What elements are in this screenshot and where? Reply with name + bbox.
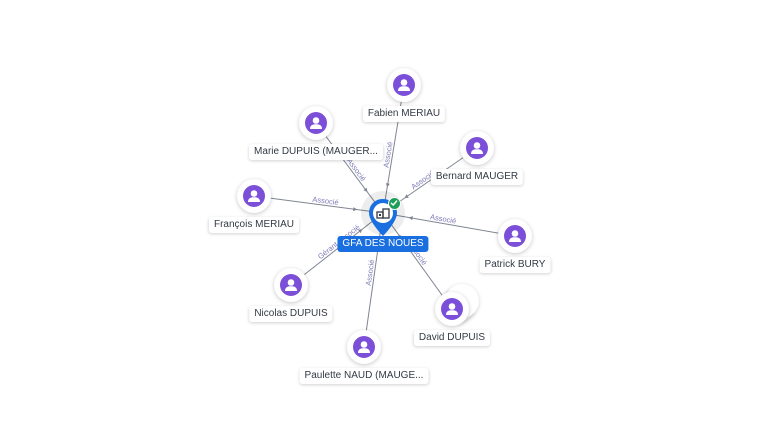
edge-david-dupuis xyxy=(382,212,453,310)
person-name-label[interactable]: Bernard MAUGER xyxy=(430,169,524,185)
person-icon xyxy=(393,74,415,96)
edge-nicolas-dupuis xyxy=(290,212,384,286)
person-name-label[interactable]: Nicolas DUPUIS xyxy=(249,306,333,322)
edge-paulette-naud xyxy=(363,212,384,348)
person-node-paulette-naud[interactable]: Paulette NAUD (MAUGE... xyxy=(299,330,429,390)
avatar[interactable] xyxy=(435,284,479,326)
avatar[interactable] xyxy=(274,268,308,302)
edge-label-fabien-meriau: Associé xyxy=(381,141,394,168)
avatar[interactable] xyxy=(387,68,421,102)
person-name-label[interactable]: Paulette NAUD (MAUGE... xyxy=(299,368,429,384)
edge-arrow-francois-meriau xyxy=(352,207,358,212)
person-name-label[interactable]: Patrick BURY xyxy=(479,257,551,273)
person-name-label[interactable]: David DUPUIS xyxy=(413,330,491,346)
person-icon xyxy=(243,185,265,207)
building-icon xyxy=(376,208,390,219)
edge-francois-meriau xyxy=(253,195,384,214)
verified-check-icon xyxy=(388,197,401,210)
person-node-david-dupuis[interactable]: David DUPUIS xyxy=(387,284,517,352)
avatar[interactable] xyxy=(460,131,494,165)
person-node-marie-dupuis[interactable]: Marie DUPUIS (MAUGER... xyxy=(249,106,383,166)
edge-arrow-patrick-bury xyxy=(408,216,413,221)
person-name-label[interactable]: Marie DUPUIS (MAUGER... xyxy=(249,144,383,160)
edge-marie-dupuis xyxy=(315,122,384,214)
edge-arrow-marie-dupuis xyxy=(363,187,368,193)
person-name-label[interactable]: Fabien MERIAU xyxy=(362,106,446,122)
person-icon xyxy=(280,274,302,296)
edge-arrow-bernard-mauger xyxy=(404,194,409,199)
person-icon xyxy=(466,137,488,159)
person-node-nicolas-dupuis[interactable]: Nicolas DUPUIS xyxy=(226,268,356,328)
edge-label-francois-meriau: Associé xyxy=(312,195,339,207)
avatar[interactable] xyxy=(347,330,381,364)
edge-label-patrick-bury: Associé xyxy=(429,212,456,225)
person-icon xyxy=(441,298,463,320)
person-node-fabien-meriau[interactable]: Fabien MERIAU xyxy=(339,68,469,128)
person-icon xyxy=(504,225,526,247)
avatar[interactable] xyxy=(237,179,271,213)
avatar[interactable] xyxy=(498,219,532,253)
person-node-bernard-mauger[interactable]: Bernard MAUGER xyxy=(412,131,542,191)
edge-arrow-fabien-meriau xyxy=(385,183,390,188)
avatar[interactable] xyxy=(299,106,333,140)
person-node-patrick-bury[interactable]: Patrick BURY xyxy=(450,219,580,279)
person-icon xyxy=(305,112,327,134)
person-name-label[interactable]: François MERIAU xyxy=(208,217,300,233)
person-node-francois-meriau[interactable]: François MERIAU xyxy=(189,179,319,239)
company-name-label[interactable]: GFA DES NOUES xyxy=(337,236,429,252)
edge-label-paulette-naud: Associé xyxy=(364,259,377,286)
person-icon xyxy=(353,336,375,358)
edge-patrick-bury xyxy=(382,212,516,237)
edge-arrow-nicolas-dupuis xyxy=(358,229,363,234)
